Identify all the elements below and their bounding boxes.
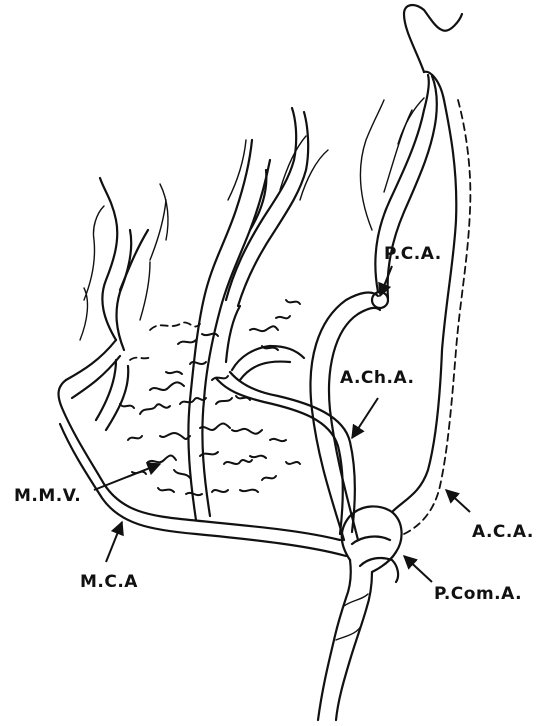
pca-label: P.C.A. bbox=[384, 244, 442, 264]
posterior-cerebral-artery bbox=[310, 75, 436, 540]
aca-label: A.C.A. bbox=[472, 522, 534, 542]
mmv-label: M.M.V. bbox=[14, 486, 81, 506]
acha-label: A.Ch.A. bbox=[340, 368, 414, 388]
pcoma-arrow bbox=[404, 556, 432, 582]
anterior-cerebral-artery bbox=[392, 5, 470, 534]
cortical-branches bbox=[80, 108, 328, 520]
aca-arrow bbox=[446, 490, 470, 512]
pcoma-label: P.Com.A. bbox=[434, 584, 522, 604]
acha-arrow bbox=[352, 398, 378, 438]
carotid-trunk bbox=[318, 560, 372, 720]
tortuous-vessel-cluster bbox=[120, 300, 300, 495]
mmv-arrow bbox=[94, 464, 160, 490]
mca-arrow bbox=[106, 522, 122, 562]
pca-arrow bbox=[380, 266, 392, 296]
label-arrows bbox=[94, 266, 470, 582]
mca-label: M.C.A bbox=[80, 572, 138, 592]
